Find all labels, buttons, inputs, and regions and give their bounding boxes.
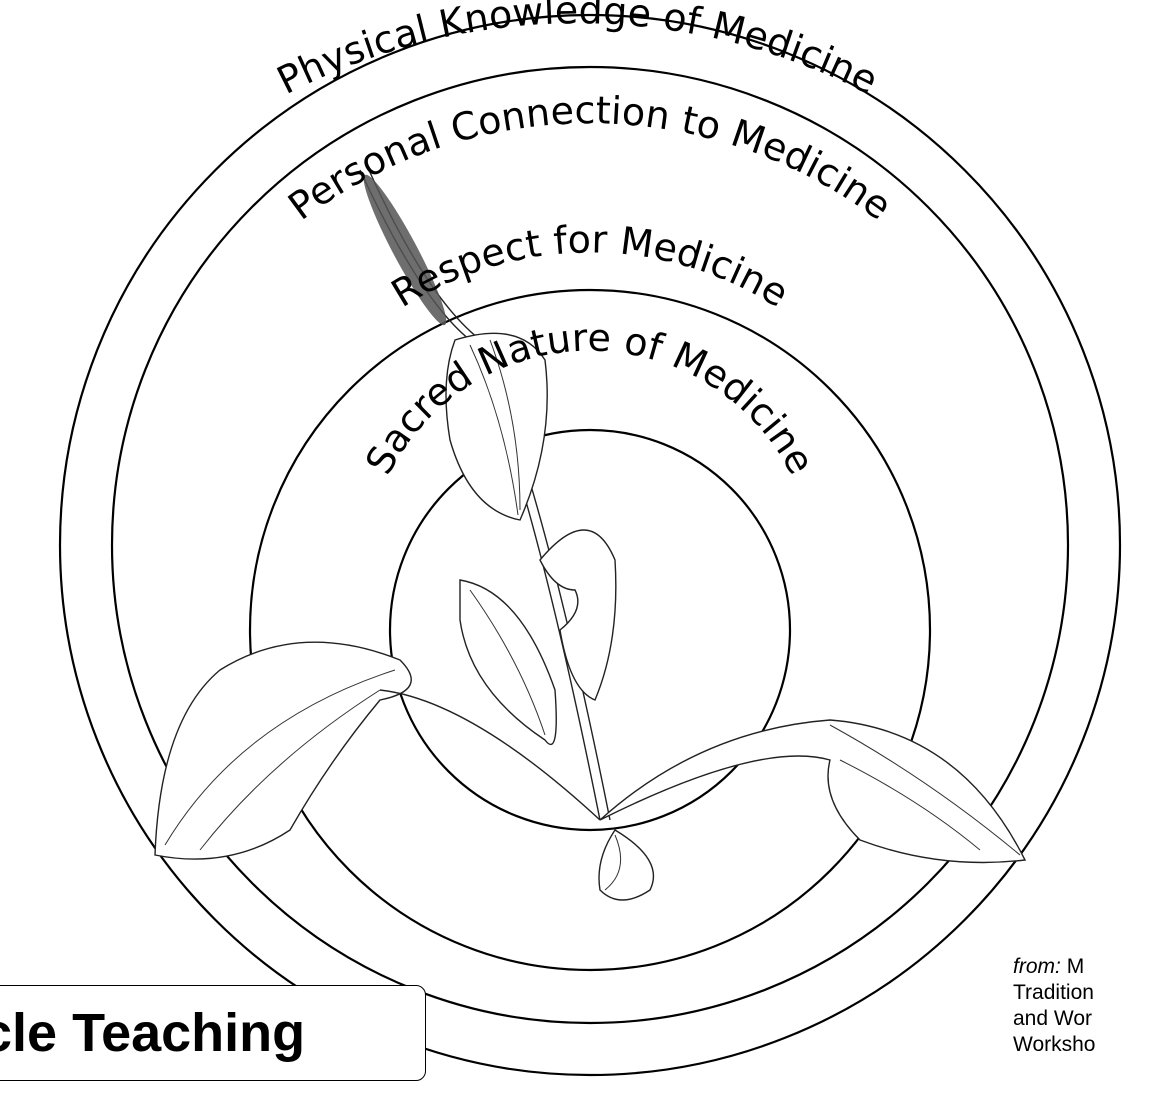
citation-line: from: M (1013, 954, 1149, 980)
ring-respect (248, 288, 932, 972)
label-respect: Respect for Medicine (384, 217, 796, 315)
citation-line-0: M (1066, 955, 1085, 978)
diagram-title: rcle Teaching (0, 1003, 306, 1063)
title-box: rcle Teaching (0, 985, 426, 1081)
ring-personal (110, 65, 1070, 1025)
outer-ring-physical (58, 13, 1122, 1077)
plantain-plant-illustration (154, 167, 1027, 901)
label-sacred-nature: Sacred Nature of Medicine (357, 315, 823, 481)
citation-from-label: from: (1013, 955, 1061, 978)
citation-line-3: Worksho (1013, 1033, 1096, 1056)
citation: from: M Tradition and Wor Worksho (1013, 954, 1149, 1058)
citation-line-2: and Wor (1013, 1007, 1092, 1030)
inner-ring-sacred (388, 428, 792, 832)
citation-line-1: Tradition (1013, 981, 1094, 1004)
label-physical-knowledge: Physical Knowledge of Medicine (270, 0, 885, 103)
